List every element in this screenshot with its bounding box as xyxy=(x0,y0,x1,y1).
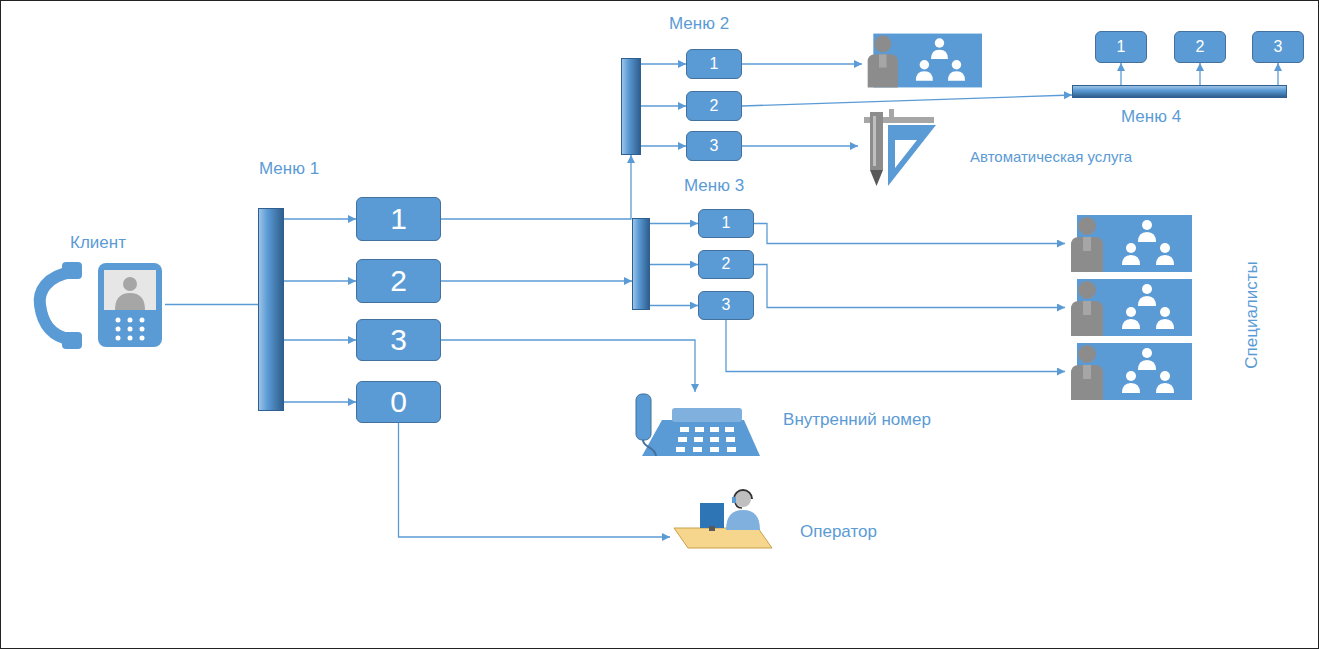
button-number: 1 xyxy=(390,202,407,237)
menu-button: 2 xyxy=(686,91,742,121)
button-number: 1 xyxy=(722,214,731,232)
desk-phone-icon xyxy=(636,394,760,456)
menu-button: 3 xyxy=(356,319,441,361)
menu-button: 2 xyxy=(356,259,441,303)
connector-arrow xyxy=(726,320,1065,372)
specialist-group-icon xyxy=(1071,343,1192,400)
automatic-service-icon xyxy=(864,109,936,186)
menu-button: 1 xyxy=(1095,31,1147,63)
connector-arrow xyxy=(742,145,858,146)
button-number: 2 xyxy=(390,264,407,299)
menu-button: 3 xyxy=(1252,31,1304,63)
menu-bar: 1230Меню 1 xyxy=(258,208,284,411)
icon-caption: Клиент xyxy=(70,233,126,253)
menu-button: 2 xyxy=(1174,31,1226,63)
menu-title: Меню 1 xyxy=(259,159,319,179)
menu-title: Меню 4 xyxy=(1121,107,1181,127)
menu-title: Меню 2 xyxy=(669,14,729,34)
button-number: 3 xyxy=(390,323,407,358)
menu-button: 3 xyxy=(686,131,742,161)
label-holder: Меню 2 xyxy=(669,14,729,34)
button-number: 3 xyxy=(1274,38,1283,56)
button-number: 2 xyxy=(710,97,719,115)
specialist-group-icon xyxy=(868,34,982,88)
menu-bar: 123Меню 3 xyxy=(632,218,650,310)
connector-arrow xyxy=(441,280,632,281)
menu-title: Меню 3 xyxy=(684,176,744,196)
connector-arrow xyxy=(641,63,686,64)
label-holder: Внутренний номер xyxy=(772,410,942,430)
icon-caption: Внутренний номер xyxy=(772,410,942,430)
connector-arrow xyxy=(399,423,671,537)
client-icon xyxy=(40,262,162,349)
label-holder: Клиент xyxy=(70,233,126,253)
menu-button: 2 xyxy=(698,250,754,279)
label-holder: Автоматическая услуга xyxy=(962,148,1140,165)
group-title: Специалисты xyxy=(1242,261,1262,369)
connector-arrow xyxy=(1199,63,1200,85)
connector-arrow xyxy=(650,264,698,265)
button-number: 2 xyxy=(722,255,731,273)
icon-caption: Оператор xyxy=(800,522,877,542)
button-number: 3 xyxy=(722,296,731,314)
connector-arrow xyxy=(742,63,862,64)
client-node: Клиент xyxy=(40,262,165,347)
connector-arrow xyxy=(650,223,698,224)
connector-arrow xyxy=(641,145,686,146)
menu-bar: 123Меню 2 xyxy=(621,58,641,155)
specialist-group xyxy=(1065,343,1192,400)
button-number: 3 xyxy=(710,137,719,155)
internal-number: Внутренний номер xyxy=(630,392,760,457)
button-number: 0 xyxy=(390,385,407,420)
connector-arrow xyxy=(284,339,356,340)
label-holder: Меню 4 xyxy=(1121,107,1181,127)
menu-button: 0 xyxy=(356,381,441,423)
connector-arrow xyxy=(441,340,695,392)
connector-arrow xyxy=(754,265,1065,308)
label-holder: Меню 1 xyxy=(259,159,319,179)
button-number: 2 xyxy=(1196,38,1205,56)
connector-arrow xyxy=(742,95,1072,106)
menu-button: 3 xyxy=(698,291,754,320)
connector-arrow xyxy=(650,305,698,306)
specialist-group xyxy=(1065,279,1192,336)
operator-icon xyxy=(674,490,772,548)
label-holder: Оператор xyxy=(800,522,877,542)
connector-arrow xyxy=(284,280,356,281)
menu-button: 1 xyxy=(686,49,742,79)
specialist-group xyxy=(1065,215,1192,272)
specialist-group-icon xyxy=(1071,215,1192,272)
button-number: 1 xyxy=(710,55,719,73)
menu-button: 1 xyxy=(356,197,441,241)
connector-arrow xyxy=(1120,63,1121,85)
specialist-group xyxy=(862,32,982,89)
connector-arrow xyxy=(754,224,1065,244)
connector-arrow xyxy=(284,218,356,219)
menu-button: 1 xyxy=(698,209,754,238)
connector-arrow xyxy=(165,304,258,305)
connector-arrow xyxy=(1277,63,1278,85)
specialist-group-icon xyxy=(1071,279,1192,336)
automatic-service: Автоматическая услуга xyxy=(858,108,938,190)
connector-arrow xyxy=(441,155,631,219)
menu-bar: 123Меню 4 xyxy=(1072,85,1287,98)
connector-arrow xyxy=(284,401,356,402)
button-number: 1 xyxy=(1117,38,1126,56)
icon-caption: Автоматическая услуга xyxy=(962,148,1140,165)
connector-arrow xyxy=(641,105,686,106)
label-holder: Меню 3 xyxy=(684,176,744,196)
operator: Оператор xyxy=(670,490,772,550)
